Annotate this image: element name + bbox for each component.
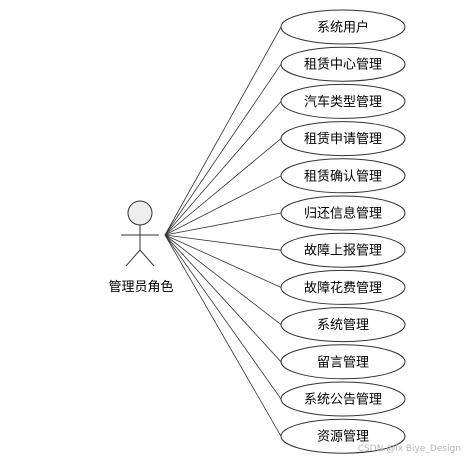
association-line [164,234,282,437]
use-case-ellipse [280,83,406,119]
use-case-label: 系统用户 [317,20,369,36]
use-case-ellipse [280,344,406,380]
use-case: 系统用户 [280,9,406,45]
association-line [164,234,282,363]
use-case-ellipse [280,46,406,82]
actor-right-leg [139,249,155,267]
association-lines [164,26,282,437]
use-case-ellipse [280,381,406,417]
use-case-label: 归还信息管理 [304,206,382,222]
association-line [164,212,282,236]
use-case: 归还信息管理 [280,195,406,231]
association-line [164,63,282,236]
watermark: CSDN @lx Biye_Design [358,444,461,454]
use-case: 租赁申请管理 [280,121,406,157]
actor [121,200,159,267]
use-case-label: 系统管理 [317,318,369,333]
use-case-ellipse [280,418,406,454]
use-case: 故障花费管理 [280,269,406,305]
use-case-ellipse [280,121,406,157]
use-case-label: 资源管理 [317,430,369,445]
use-case-ellipse [280,9,406,45]
use-case: 留言管理 [280,344,406,380]
use-case: 资源管理 [280,418,406,454]
use-case: 故障上报管理 [280,232,406,268]
use-case-ellipse [280,269,406,305]
association-line [164,234,282,325]
use-case-label: 租赁确认管理 [304,169,382,184]
use-case: 租赁确认管理 [280,158,406,194]
use-case-label: 故障花费管理 [304,280,382,296]
use-case-label: 租赁中心管理 [304,58,382,73]
use-case-list: 系统用户租赁中心管理汽车类型管理租赁申请管理租赁确认管理归还信息管理故障上报管理… [280,9,406,454]
association-line [164,175,282,236]
association-line [164,234,282,400]
use-case: 汽车类型管理 [280,83,406,119]
use-case: 系统管理 [280,307,406,343]
actor-label: 管理员角色 [108,279,173,295]
association-line [164,26,282,236]
use-case-ellipse [280,307,406,343]
use-case-label: 汽车类型管理 [304,94,382,110]
use-case: 系统公告管理 [280,381,406,417]
use-case-ellipse [280,158,406,194]
actor-head [127,200,153,226]
use-case: 租赁中心管理 [280,46,406,82]
use-case-label: 系统公告管理 [304,393,382,408]
association-line [164,138,282,236]
use-case-label: 故障上报管理 [304,244,382,259]
association-line [164,234,282,251]
use-case-ellipse [280,232,406,268]
use-case-ellipse [280,195,406,231]
association-line [164,234,282,288]
association-line [164,101,282,236]
actor-left-leg [125,249,141,267]
use-case-label: 留言管理 [317,355,369,370]
use-case-label: 租赁申请管理 [304,132,382,147]
